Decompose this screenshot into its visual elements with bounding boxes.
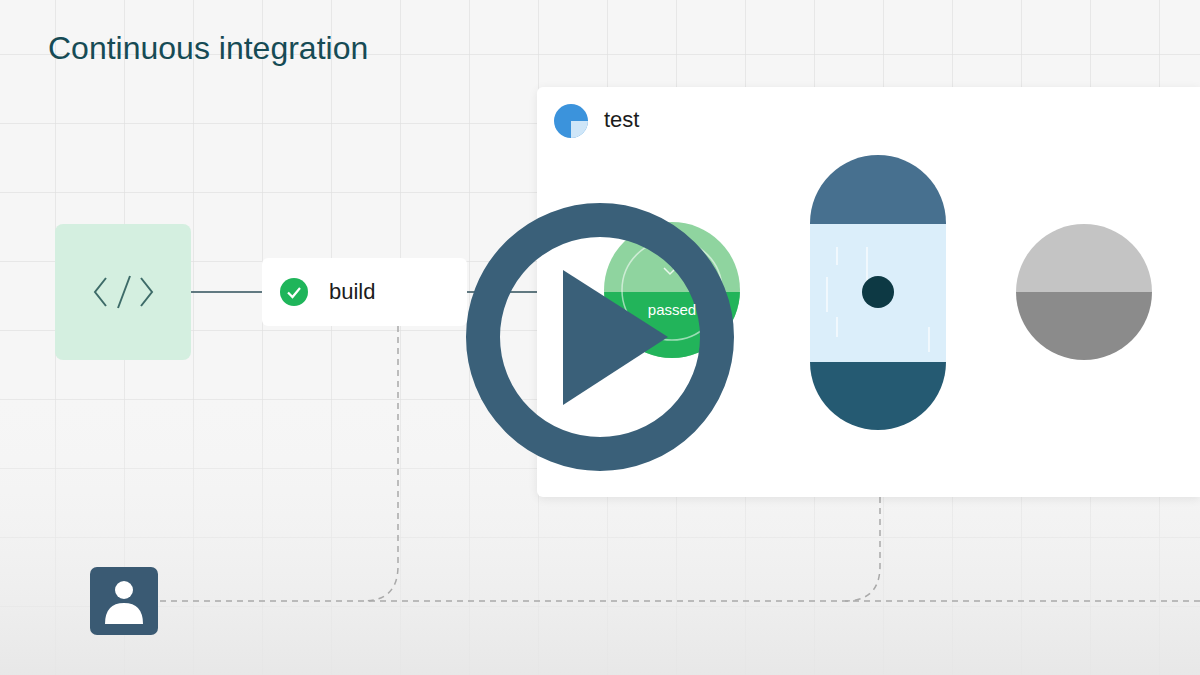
diagram-title: Continuous integration xyxy=(48,30,368,67)
code-wire xyxy=(191,291,262,293)
status-label: passed xyxy=(648,301,696,318)
user-icon xyxy=(90,567,158,635)
code-box xyxy=(55,224,191,360)
build-step: build xyxy=(262,258,467,326)
running-pill xyxy=(810,155,946,430)
pending-circle xyxy=(1016,224,1152,360)
stage-heading: test xyxy=(604,107,639,133)
check-icon xyxy=(278,276,310,308)
step-label: build xyxy=(329,279,375,305)
stage-panel: passed test xyxy=(537,87,1200,497)
play-button xyxy=(460,197,740,477)
progress-pie-icon xyxy=(551,101,591,141)
